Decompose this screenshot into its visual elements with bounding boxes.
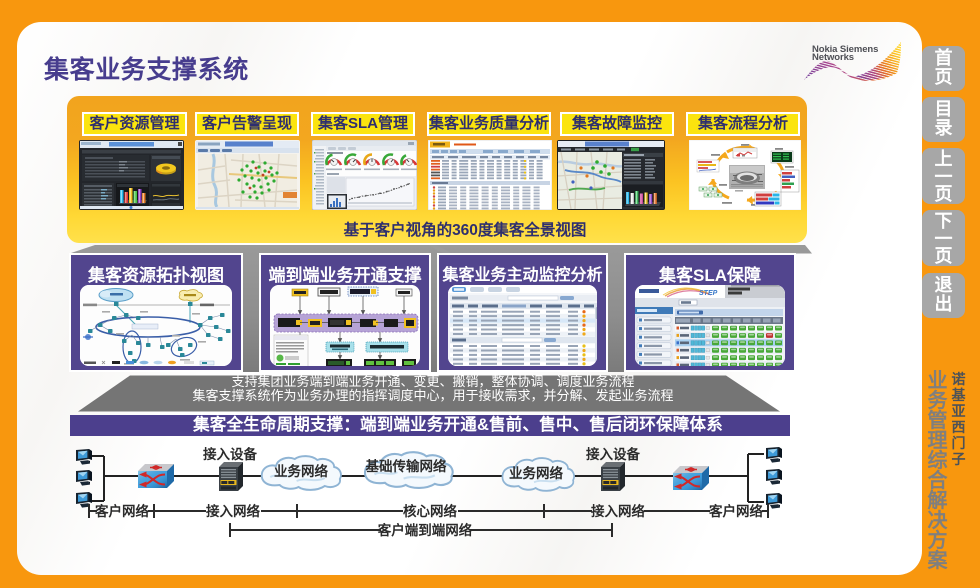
svg-text:接入设备: 接入设备 [203, 446, 257, 462]
svg-text:业务网络: 业务网络 [509, 465, 563, 481]
svg-text:核心网络: 核心网络 [403, 503, 457, 519]
svg-text:客户网络: 客户网络 [94, 503, 149, 519]
svg-text:客户端到端网络: 客户端到端网络 [377, 522, 473, 538]
svg-text:STEP: STEP [699, 290, 718, 297]
svg-text:客户网络: 客户网络 [708, 503, 763, 519]
svg-text:接入网络: 接入网络 [206, 503, 260, 519]
svg-text:接入网络: 接入网络 [591, 503, 645, 519]
svg-text:基础传输网络: 基础传输网络 [366, 458, 447, 474]
svg-text:业务网络: 业务网络 [274, 463, 328, 479]
svg-text:接入设备: 接入设备 [586, 446, 640, 462]
